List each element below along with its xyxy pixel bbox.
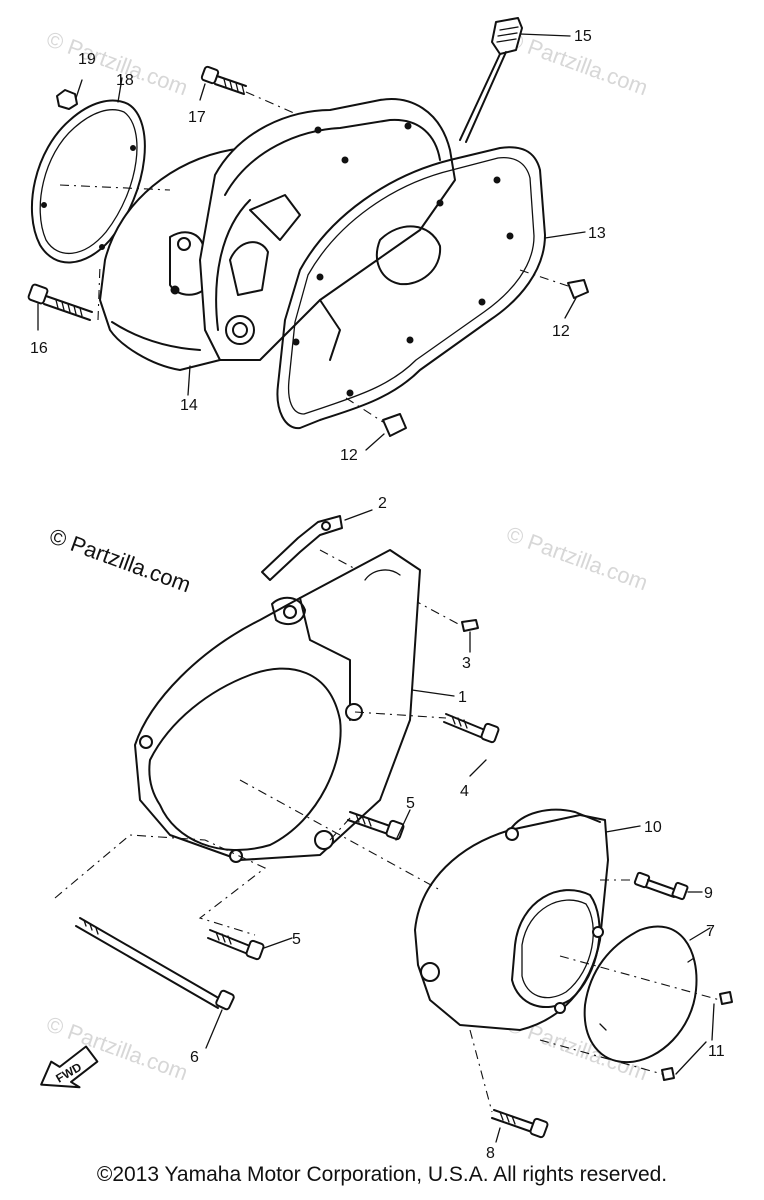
callout-1: 1	[458, 689, 467, 706]
callout-18: 18	[116, 72, 134, 89]
part-15-oil-dipstick	[459, 17, 571, 143]
part-5-bolt-lower	[207, 929, 293, 961]
copyright-notice: ©2013 Yamaha Motor Corporation, U.S.A. A…	[96, 1163, 668, 1186]
callout-14: 14	[180, 397, 198, 414]
part-10-fan-shroud	[239, 779, 641, 1031]
callout-7: 7	[706, 923, 715, 940]
part-9-bolt	[600, 871, 703, 901]
part-8-bolt	[469, 1029, 549, 1143]
part-3-screw	[319, 549, 479, 653]
callout-2: 2	[378, 495, 387, 512]
part-2-bracket	[261, 509, 373, 581]
callout-16: 16	[30, 340, 48, 357]
watermark-faint-3: © Partzilla.com	[503, 521, 651, 595]
callout-3: 3	[462, 655, 471, 672]
part-1-crankcase-cover	[134, 549, 455, 863]
callout-11: 11	[708, 1043, 725, 1060]
part-12-dowel-lower	[345, 397, 407, 451]
callout-12-lower: 12	[340, 447, 358, 464]
part-7-cover-plate	[583, 925, 711, 1064]
callout-13: 13	[588, 225, 606, 242]
callout-5-upper: 5	[406, 795, 415, 812]
callout-19: 19	[78, 51, 96, 68]
part-6-long-stud	[54, 834, 267, 1049]
part-11-screws	[539, 955, 733, 1081]
part-12-dowel-upper	[519, 269, 589, 319]
part-5-bolt-upper	[329, 809, 411, 841]
callout-5-lower: 5	[292, 931, 301, 948]
callout-6: 6	[190, 1049, 199, 1066]
watermark-partzilla: © Partzilla.com	[46, 523, 194, 597]
callout-8: 8	[486, 1145, 495, 1162]
part-19-screw	[56, 79, 83, 110]
callout-15: 15	[574, 28, 592, 45]
callout-12-upper: 12	[552, 323, 570, 340]
callout-10: 10	[644, 819, 662, 836]
part-4-bolt	[354, 711, 500, 777]
part-18-gasket-ring	[30, 77, 146, 264]
fwd-direction-arrow: FWD	[40, 1045, 99, 1089]
part-14-housing-frame	[199, 98, 456, 361]
callout-17: 17	[188, 109, 206, 126]
part-16-bolt	[27, 283, 93, 331]
callout-4: 4	[460, 783, 469, 800]
part-17-bolt	[199, 65, 311, 121]
callout-labels: 15 19 18 17 13 12 16 14 12 2 3 1 4 5 10 …	[30, 28, 725, 1162]
callout-9: 9	[704, 885, 713, 902]
